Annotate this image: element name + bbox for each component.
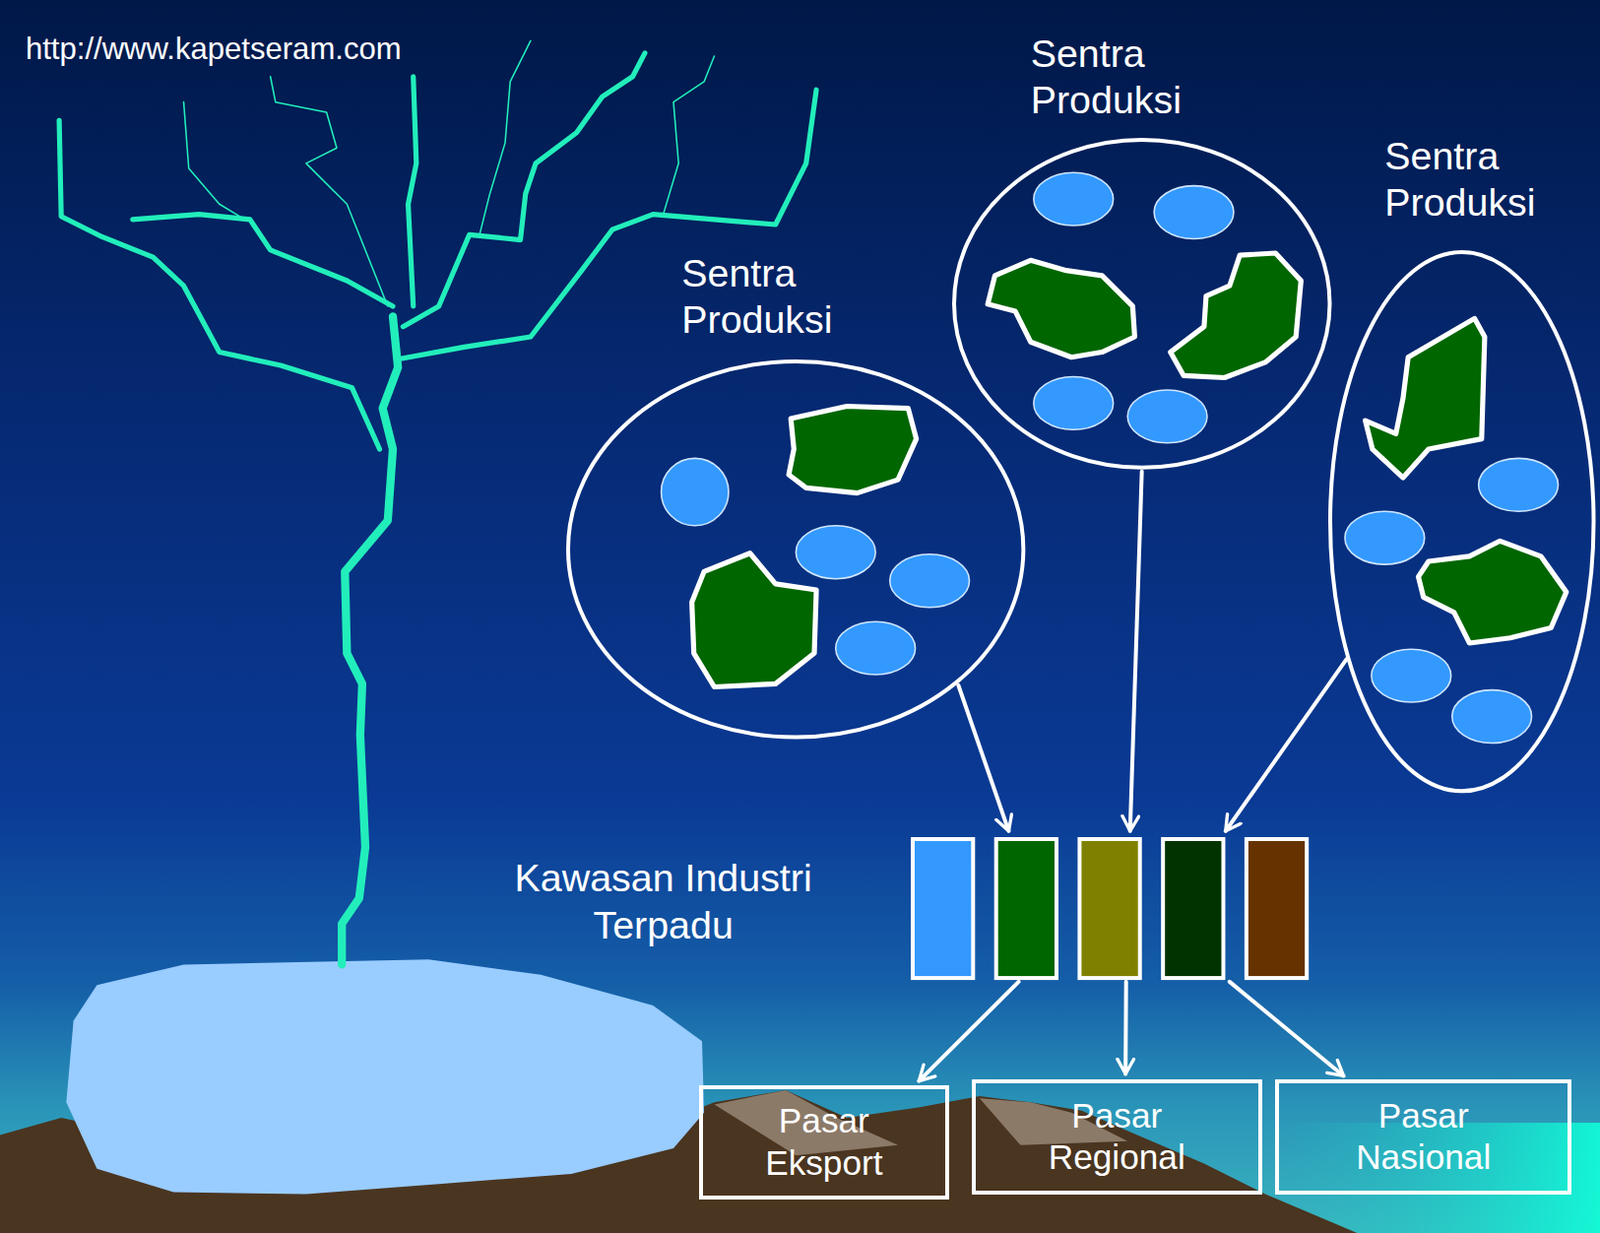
flow-arrow [1123, 981, 1129, 1075]
center-ellipse [1330, 252, 1595, 791]
market-label: Pasar Eksport [765, 1099, 883, 1184]
flow-arrow [1130, 471, 1143, 832]
industry-bar [1080, 838, 1141, 978]
center-outline [952, 137, 1333, 470]
flow-arrow [1225, 658, 1347, 831]
zone-heading: Kawasan Industri Terpadu [489, 854, 836, 949]
water-oval [661, 172, 1559, 743]
production-center: Sentra Produksi [952, 137, 1333, 470]
lake [65, 959, 704, 1194]
flow-arrow [1229, 981, 1344, 1077]
production-center: Sentra Produksi [566, 359, 1025, 740]
market-box: Pasar Nasional [1275, 1079, 1572, 1194]
center-outline [566, 359, 1025, 740]
market-box: Pasar Regional [971, 1079, 1263, 1194]
center-heading: Sentra Produksi [1384, 132, 1536, 227]
river-tree [59, 40, 817, 964]
industry-bars [910, 836, 1309, 980]
flow-arrow [958, 685, 1009, 832]
industry-bar [1246, 838, 1307, 978]
flow-arrow [918, 981, 1019, 1082]
market-label: Pasar Nasional [1355, 1094, 1491, 1179]
website-url: http://www.kapetseram.com [25, 30, 402, 67]
market-label: Pasar Regional [1048, 1094, 1186, 1179]
center-outline [1328, 250, 1597, 793]
center-heading: Sentra Produksi [681, 250, 832, 344]
production-center: Sentra Produksi [1328, 250, 1597, 793]
industry-bar [996, 838, 1057, 978]
center-ellipse [568, 361, 1024, 738]
industry-bar [912, 838, 973, 978]
industrial-zone: Kawasan Industri Terpadu [910, 836, 1309, 980]
market-box: Pasar Eksport [699, 1085, 950, 1200]
industry-bar [1163, 838, 1224, 978]
center-ellipse [954, 139, 1331, 468]
center-heading: Sentra Produksi [1030, 30, 1182, 125]
